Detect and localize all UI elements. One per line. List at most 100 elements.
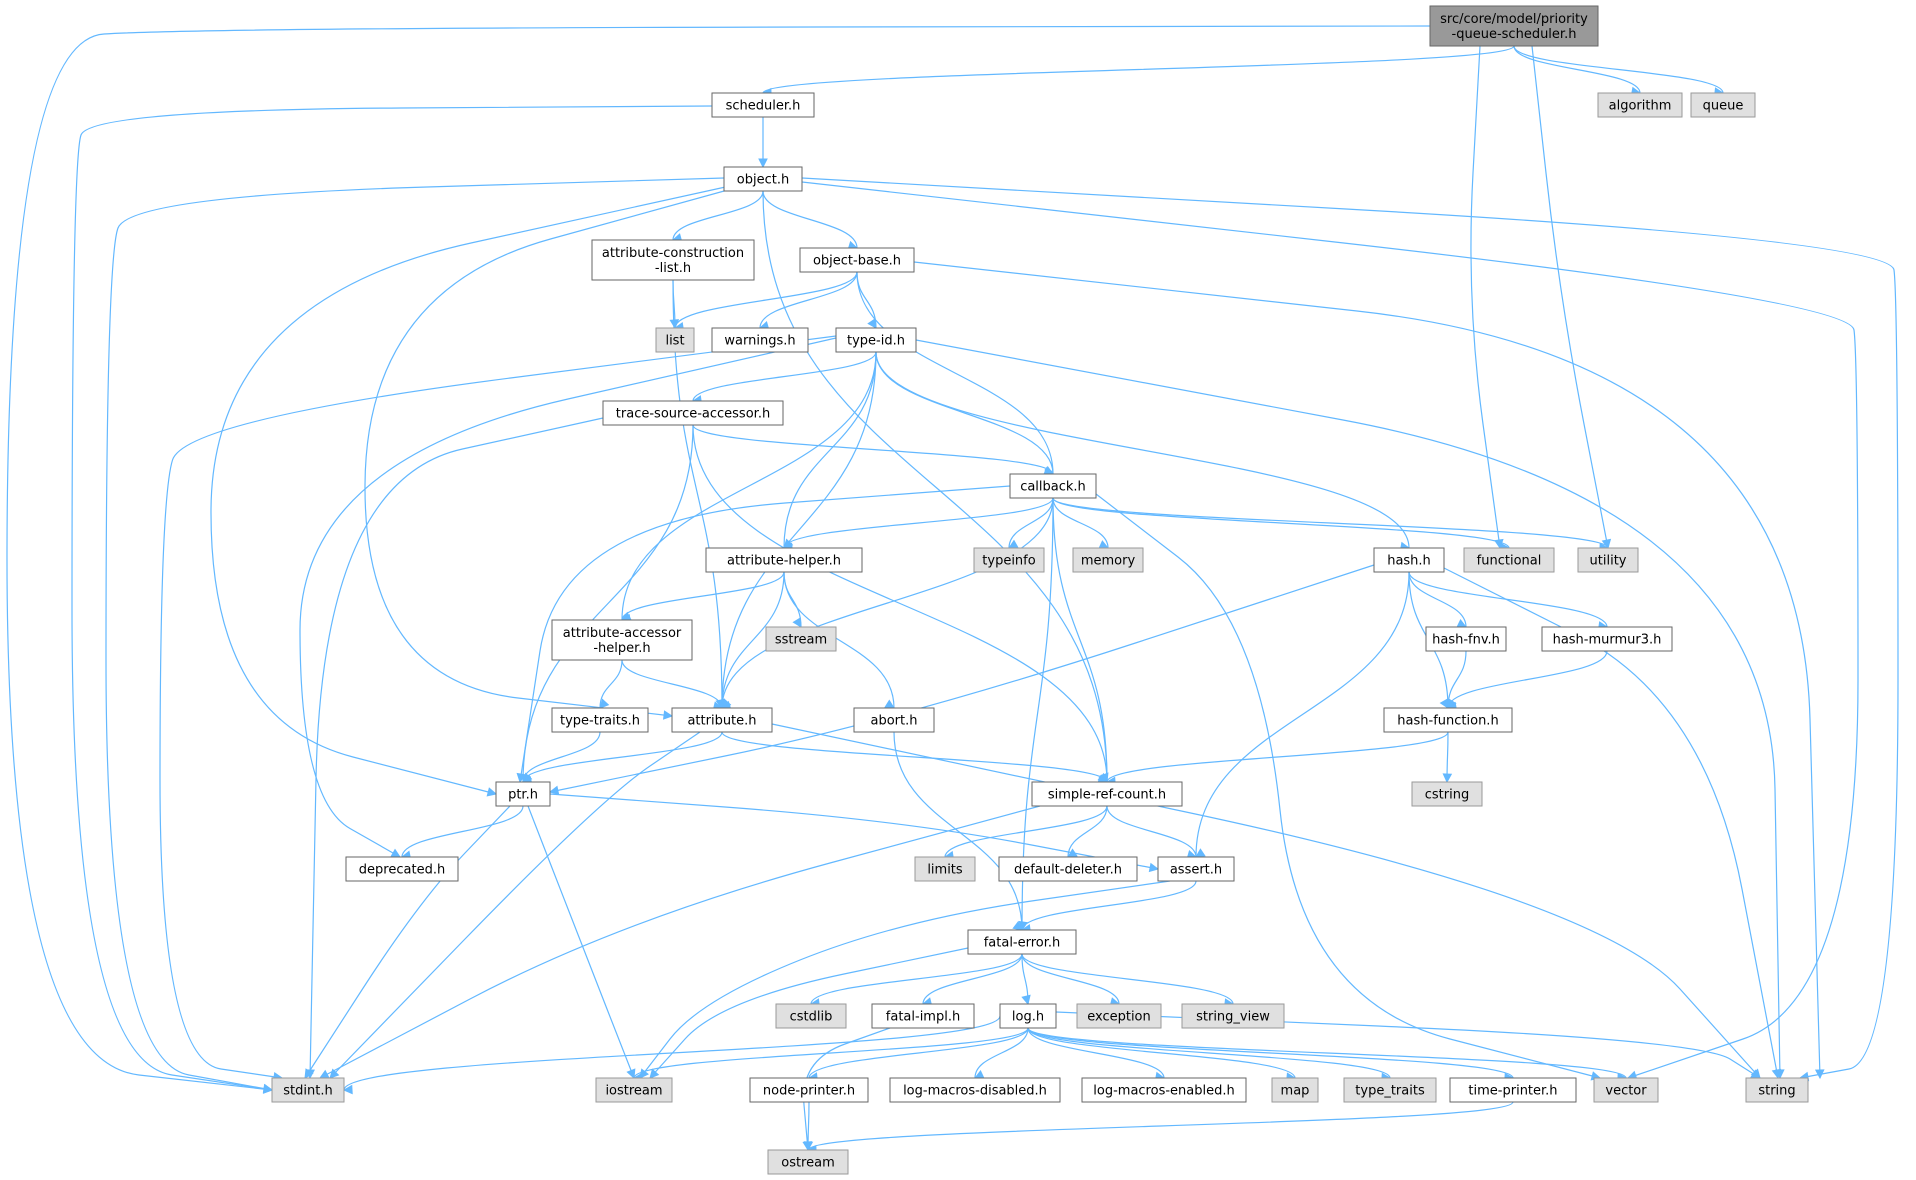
node-hashmurmur[interactable]: hash-murmur3.h (1541, 626, 1673, 652)
edge-callback-to-functional (1052, 497, 1511, 553)
node-box (999, 1003, 1057, 1029)
node-box (1343, 1077, 1437, 1103)
node-attrhelper[interactable]: attribute-helper.h (705, 547, 863, 573)
node-box (1009, 473, 1097, 499)
arrow-head (548, 785, 560, 795)
edge-fatalerror-to-exception (1021, 953, 1121, 1007)
node-logenabled[interactable]: log-macros-enabled.h (1081, 1077, 1247, 1103)
edge-objbase-to-warnings (758, 271, 858, 331)
node-label: default-deleter.h (1014, 863, 1122, 878)
node-warnings[interactable]: warnings.h (711, 327, 809, 353)
edge-line (762, 45, 1515, 94)
node-label: callback.h (1020, 480, 1086, 495)
node-hashfunc[interactable]: hash-function.h (1383, 707, 1513, 733)
node-box (551, 619, 693, 661)
edge-line (1027, 1027, 1627, 1079)
node-defdeleter[interactable]: default-deleter.h (998, 856, 1138, 882)
node-hash[interactable]: hash.h (1373, 547, 1445, 573)
edge-typeid-to-hash (875, 351, 1411, 552)
edge-fatalerror-to-iostream (649, 947, 969, 1079)
edge-line (875, 351, 1054, 475)
node-attraccessor[interactable]: attribute-accessor-helper.h (551, 619, 693, 661)
node-label: type-id.h (847, 334, 905, 349)
edge-line (1447, 650, 1467, 709)
edge-line (621, 571, 785, 621)
node-attribute[interactable]: attribute.h (671, 707, 773, 733)
edge-line (759, 271, 858, 329)
edge-ptr-to-stdint (304, 805, 511, 1079)
node-attrconst[interactable]: attribute-construction-list.h (591, 239, 755, 281)
node-abort[interactable]: abort.h (853, 707, 935, 733)
node-map: map (1271, 1077, 1319, 1103)
node-typeinfo: typeinfo (973, 547, 1045, 573)
node-timeprinter[interactable]: time-printer.h (1449, 1077, 1577, 1103)
edge-hashmurmur-to-hashfunc (1446, 650, 1608, 712)
node-label: ptr.h (508, 788, 538, 803)
node-box (765, 626, 837, 652)
node-box (889, 1077, 1061, 1103)
node-object[interactable]: object.h (723, 166, 803, 192)
edge-line (875, 351, 1410, 549)
node-ptr[interactable]: ptr.h (495, 781, 551, 807)
node-type_traits: type_traits (1343, 1077, 1437, 1103)
node-box (1425, 626, 1507, 652)
node-logdisabled[interactable]: log-macros-disabled.h (889, 1077, 1061, 1103)
node-log[interactable]: log.h (999, 1003, 1057, 1029)
edge-line (721, 351, 877, 709)
node-label: hash-murmur3.h (1553, 633, 1662, 648)
node-label: deprecated.h (359, 863, 445, 878)
node-list: list (655, 327, 695, 353)
node-label: assert.h (1170, 863, 1222, 878)
edge-object-to-ptr (210, 185, 731, 797)
node-label: cstring (1425, 788, 1469, 803)
node-deprecated[interactable]: deprecated.h (345, 856, 459, 882)
edge-hash-to-hashmurmur (1408, 571, 1609, 631)
node-root[interactable]: src/core/model/priority-queue-scheduler.… (1429, 5, 1599, 47)
node-fatalimpl[interactable]: fatal-impl.h (871, 1003, 975, 1029)
edge-line (721, 571, 785, 709)
arrow-head (626, 1068, 636, 1080)
node-scheduler[interactable]: scheduler.h (711, 92, 815, 118)
edge-fatalerror-to-cstdlib (809, 953, 1023, 1008)
node-objbase[interactable]: object-base.h (799, 247, 915, 273)
edge-typeid-to-tracesrc (691, 351, 877, 405)
node-fatalerror[interactable]: fatal-error.h (967, 929, 1077, 955)
node-assert[interactable]: assert.h (1157, 856, 1235, 882)
edge-line (633, 1027, 1029, 1079)
node-tracesrc[interactable]: trace-source-accessor.h (602, 400, 784, 426)
edge-line (922, 953, 1023, 1005)
edge-typetraits_h-to-ptr (521, 731, 601, 784)
edge-line (522, 731, 601, 783)
edge-callback-to-ptr (516, 485, 1011, 784)
node-hashfnv[interactable]: hash-fnv.h (1425, 626, 1507, 652)
node-nodeprinter[interactable]: node-printer.h (749, 1077, 869, 1103)
node-typetraits_h[interactable]: type-traits.h (551, 707, 649, 733)
node-label: algorithm (1609, 99, 1672, 114)
arrow-head (516, 772, 527, 784)
edge-line (807, 1101, 1514, 1151)
node-box (1081, 1077, 1247, 1103)
node-callback[interactable]: callback.h (1009, 473, 1097, 499)
node-iostream: iostream (595, 1077, 673, 1103)
node-label: ostream (781, 1156, 835, 1171)
edge-line (309, 417, 604, 1079)
edge-line (692, 424, 1108, 783)
node-box (1429, 5, 1599, 47)
edge-line (808, 1027, 1029, 1079)
arrow-head (1021, 994, 1031, 1006)
node-label: trace-source-accessor.h (616, 407, 770, 422)
node-label: attribute.h (687, 714, 756, 729)
node-box (711, 92, 815, 118)
edge-line (1408, 571, 1467, 628)
node-simpleref[interactable]: simple-ref-count.h (1031, 781, 1183, 807)
edge-log-to-type_traits (1027, 1027, 1392, 1083)
edge-hash-to-ptr (548, 564, 1375, 795)
node-typeid[interactable]: type-id.h (835, 327, 917, 353)
node-label: fatal-impl.h (886, 1010, 960, 1025)
edge-ptr-to-deprecated (400, 805, 524, 860)
edge-tracesrc-to-stdint (305, 417, 604, 1080)
node-label: -queue-scheduler.h (1452, 27, 1577, 42)
node-label: hash-function.h (1397, 714, 1498, 729)
edge-line (1021, 880, 1197, 931)
